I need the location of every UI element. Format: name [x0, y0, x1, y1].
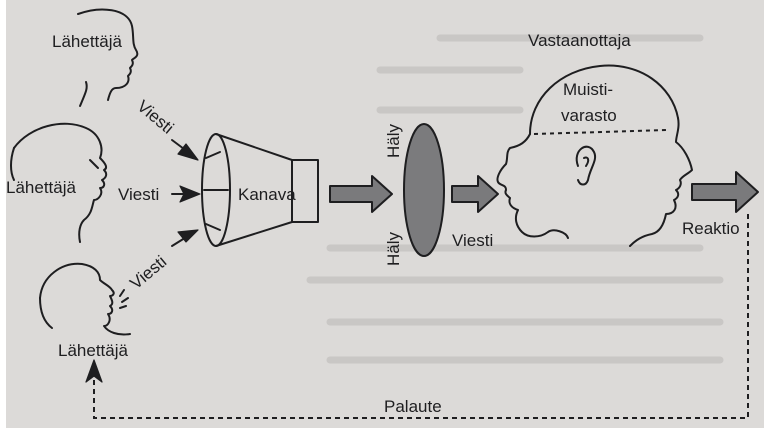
feedback-label: Palaute	[384, 397, 442, 416]
memory-label-line1: Muisti-	[563, 80, 613, 99]
channel-label: Kanava	[238, 185, 296, 204]
message-arrow-bottom-icon	[172, 230, 198, 246]
message-label-bottom: Viesti	[126, 252, 170, 293]
message-label-middle: Viesti	[118, 185, 159, 204]
sender-label-bottom: Lähettäjä	[58, 341, 128, 360]
receiver-label: Vastaanottaja	[528, 31, 631, 50]
message-label-out: Viesti	[452, 231, 493, 250]
arrow-channel-to-noise-icon	[330, 176, 392, 212]
noise-label-bottom: Häly	[384, 231, 403, 266]
message-arrow-top-icon	[172, 140, 198, 160]
arrow-reaction-icon	[692, 172, 758, 212]
noise-label-top: Häly	[384, 123, 403, 158]
memory-label-line2: varasto	[561, 106, 617, 125]
sender-label-top: Lähettäjä	[52, 32, 122, 51]
reaction-label: Reaktio	[682, 219, 740, 238]
message-label-top: Viesti	[133, 97, 177, 138]
message-arrow-middle-icon	[172, 186, 200, 202]
sender-label-middle: Lähettäjä	[6, 178, 76, 197]
sender-head-top-icon	[78, 10, 137, 106]
noise-ellipse-icon	[404, 124, 444, 256]
sender-head-bottom-icon	[40, 264, 130, 335]
arrow-noise-to-receiver-icon	[452, 176, 498, 212]
